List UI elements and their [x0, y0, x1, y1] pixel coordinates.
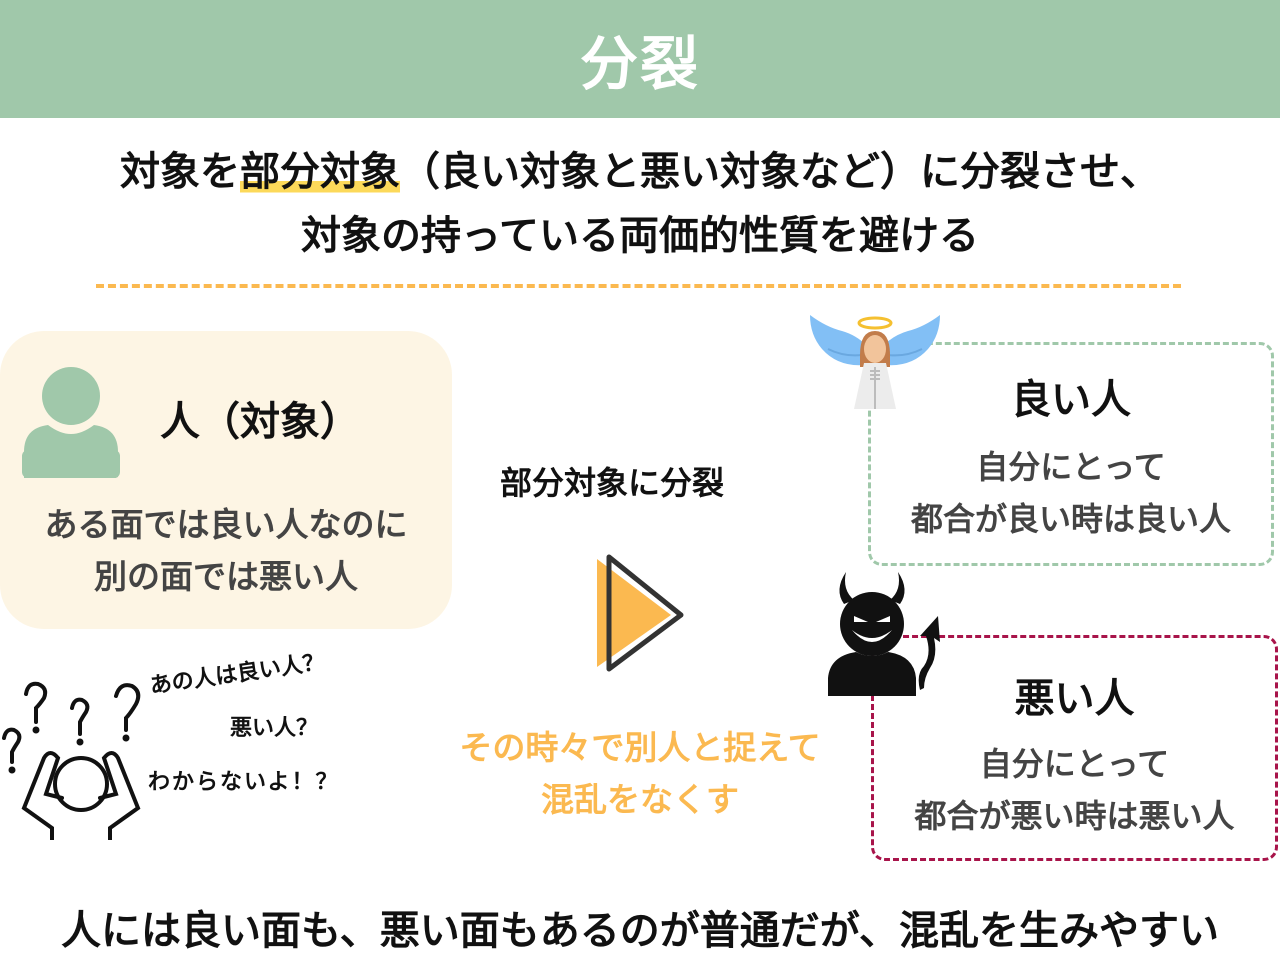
confused-person-icon [2, 681, 141, 840]
person-description: ある面では良い人なのに 別の面では悪い人 [0, 499, 452, 603]
definition-pre: 対象を [120, 149, 240, 195]
split-explanation-line-1: その時々で別人と捉えて [459, 728, 821, 767]
split-explanation: その時々で別人と捉えて 混乱をなくす [430, 722, 850, 826]
good-person-title: 良い人 [1011, 377, 1131, 423]
definition-text: 対象を部分対象（良い対象と悪い対象など）に分裂させ、 対象の持っている両価的性質… [0, 140, 1280, 268]
good-person-description: 自分にとって 都合が良い時は良い人 [871, 441, 1271, 545]
bad-desc-line-1: 自分にとって [979, 745, 1170, 783]
split-explanation-line-2: 混乱をなくす [541, 780, 739, 819]
bad-person-title: 悪い人 [1014, 676, 1135, 722]
definition-line-2: 対象の持っている両価的性質を避ける [301, 213, 979, 259]
good-desc-line-1: 自分にとって [976, 448, 1166, 486]
play-arrow-icon [597, 554, 684, 672]
header-banner: 分裂 [0, 0, 1280, 118]
person-icon [22, 367, 120, 478]
person-title: 人（対象） [160, 399, 360, 445]
bad-person-box: 悪い人 自分にとって 都合が悪い時は悪い人 [871, 635, 1278, 861]
page-title: 分裂 [579, 30, 700, 98]
person-desc-line-1: ある面では良い人なのに [44, 505, 408, 544]
devil-icon [828, 572, 940, 696]
person-card: 人（対象） ある面では良い人なのに 別の面では悪い人 [0, 331, 452, 629]
dashed-divider [96, 284, 1181, 288]
definition-line-1: 対象を部分対象（良い対象と悪い対象など）に分裂させ、 [0, 140, 1280, 204]
angel-icon [810, 315, 940, 409]
bad-person-description: 自分にとって 都合が悪い時は悪い人 [874, 738, 1275, 842]
bad-desc-line-2: 都合が悪い時は悪い人 [914, 797, 1235, 835]
highlighted-term: 部分対象 [240, 149, 400, 195]
thought-bubble-1: あの人は良い人？ [148, 649, 327, 700]
good-desc-line-2: 都合が良い時は良い人 [910, 500, 1231, 538]
split-label: 部分対象に分裂 [500, 464, 725, 502]
thought-bubble-2: 悪い人？ [230, 716, 319, 741]
conclusion-text: 人には良い面も、悪い面もあるのが普通だが、混乱を生みやすい [61, 908, 1219, 954]
good-person-box: 良い人 自分にとって 都合が良い時は良い人 [868, 342, 1274, 566]
person-desc-line-2: 別の面では悪い人 [94, 557, 358, 596]
thought-bubble-3: わからないよ！？ [148, 770, 340, 795]
definition-post: （良い対象と悪い対象など）に分裂させ、 [400, 149, 1160, 195]
